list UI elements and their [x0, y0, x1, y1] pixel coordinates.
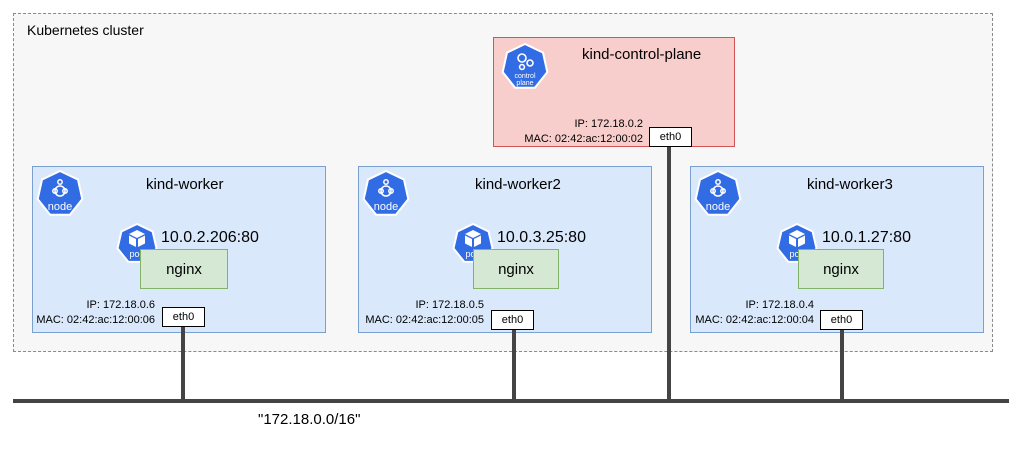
worker-ip: IP: 172.18.0.5	[415, 299, 485, 311]
control-plane-ip-info: IP: 172.18.0.2 MAC: 02:42:ac:12:00:02	[495, 117, 643, 147]
worker-ip: IP: 172.18.0.4	[745, 299, 815, 311]
control-plane-link	[667, 147, 671, 402]
control-plane-mac: MAC: 02:42:ac:12:00:02	[524, 133, 643, 145]
control-plane-name: kind-control-plane	[582, 46, 702, 63]
worker-3-link	[840, 330, 844, 402]
worker-ip: IP: 172.18.0.6	[86, 299, 156, 311]
node-icon-label: node	[374, 201, 398, 213]
control-plane-icon-label-1: control	[514, 73, 535, 80]
node-icon: node	[35, 169, 85, 219]
nginx-container[interactable]: nginx	[473, 249, 559, 289]
worker-1-link	[181, 327, 185, 402]
nginx-container[interactable]: nginx	[798, 249, 884, 289]
worker-eth0[interactable]: eth0	[820, 310, 863, 330]
cluster-label: Kubernetes cluster	[27, 22, 144, 38]
pod-address: 10.0.1.27:80	[822, 229, 911, 246]
worker-mac: MAC: 02:42:ac:12:00:05	[365, 314, 484, 326]
worker-ip-info: IP: 172.18.0.6 MAC: 02:42:ac:12:00:06	[35, 298, 155, 328]
pod-icon-label: pod	[789, 249, 804, 259]
network-bus-line	[13, 399, 1009, 403]
pod-address: 10.0.2.206:80	[161, 229, 259, 246]
worker-2-link	[512, 330, 516, 402]
control-plane-icon-label-2: plane	[516, 80, 533, 87]
pod-address: 10.0.3.25:80	[497, 229, 586, 246]
nginx-container[interactable]: nginx	[140, 249, 228, 289]
worker-name: kind-worker3	[807, 176, 893, 193]
control-plane-ip: IP: 172.18.0.2	[574, 118, 644, 130]
control-plane-icon: control plane	[500, 42, 550, 92]
control-plane-eth0[interactable]: eth0	[649, 127, 692, 147]
worker-name: kind-worker	[146, 176, 224, 193]
worker-ip-info: IP: 172.18.0.4 MAC: 02:42:ac:12:00:04	[694, 298, 814, 328]
node-icon: node	[693, 169, 743, 219]
node-icon-label: node	[706, 201, 730, 213]
network-subnet-label: "172.18.0.0/16"	[258, 411, 361, 428]
worker-eth0[interactable]: eth0	[162, 307, 205, 327]
pod-icon-label: pod	[129, 249, 144, 259]
worker-mac: MAC: 02:42:ac:12:00:06	[36, 314, 155, 326]
worker-eth0[interactable]: eth0	[491, 310, 534, 330]
node-icon-label: node	[48, 201, 72, 213]
worker-ip-info: IP: 172.18.0.5 MAC: 02:42:ac:12:00:05	[364, 298, 484, 328]
worker-name: kind-worker2	[475, 176, 561, 193]
node-icon: node	[361, 169, 411, 219]
worker-mac: MAC: 02:42:ac:12:00:04	[695, 314, 814, 326]
